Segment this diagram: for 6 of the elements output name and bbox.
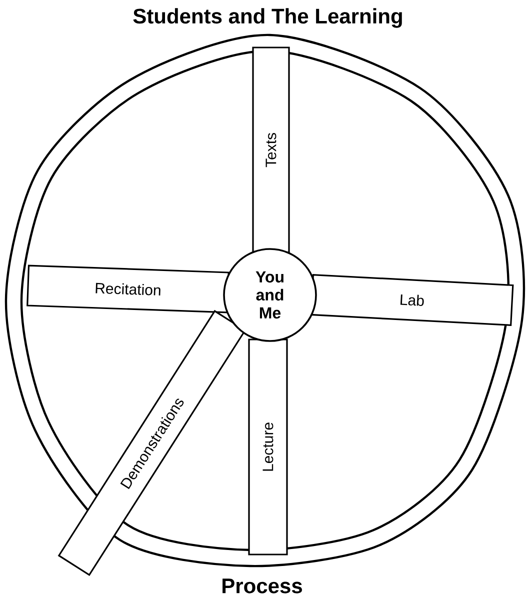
rim-title: Students and The Learning [133, 8, 402, 28]
rim-title: Process [222, 578, 302, 594]
spoke-band: Texts [252, 46, 290, 254]
node-label: Lab [400, 294, 424, 306]
spoke-band: Recitation [26, 264, 230, 314]
spoke-band: Lecture [248, 338, 288, 556]
